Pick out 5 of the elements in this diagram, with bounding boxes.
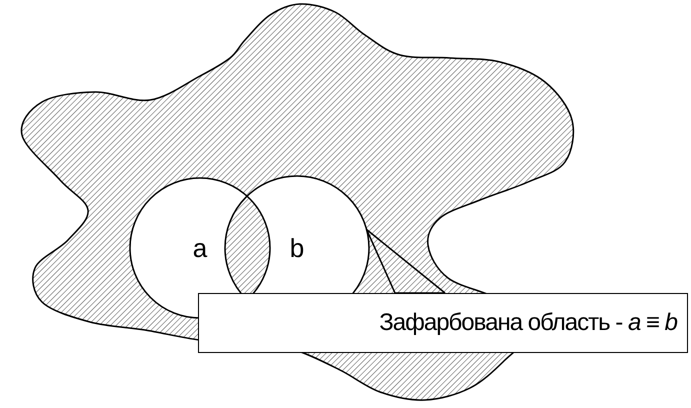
- callout-pointer: [366, 228, 446, 294]
- callout-text: Зафарбована область - a ≡ b: [379, 309, 677, 337]
- set-label: a: [192, 232, 208, 264]
- set-label: b: [290, 232, 304, 264]
- callout-box: [198, 293, 688, 353]
